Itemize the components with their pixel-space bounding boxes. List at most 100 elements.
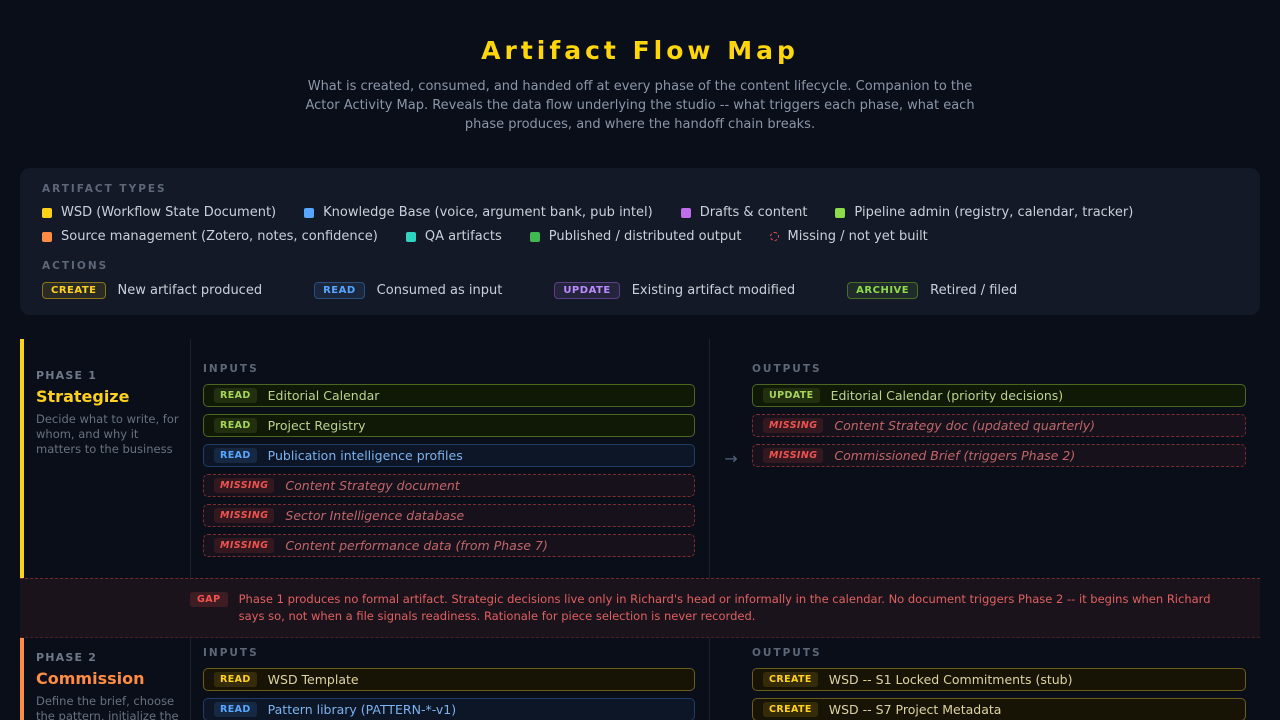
legend-item-missing: Missing / not yet built	[769, 229, 928, 244]
artifact-label: Sector Intelligence database	[285, 508, 465, 523]
action-badge: READ	[214, 388, 257, 403]
artifact-label: Content performance data (from Phase 7)	[285, 538, 548, 553]
outputs-label: OUTPUTS	[752, 363, 822, 375]
artifact-row-editorial-calendar-update: UPDATE Editorial Calendar (priority deci…	[752, 384, 1246, 407]
action-label: Existing artifact modified	[631, 283, 796, 298]
phase-2-description: Define the brief, choose the pattern, in…	[36, 694, 179, 720]
action-badge: CREATE	[763, 672, 818, 687]
phase-1-row: PHASE 1 Strategize Decide what to write,…	[20, 339, 1260, 578]
artifact-types-row-1: WSD (Workflow State Document) Knowledge …	[42, 205, 1238, 220]
artifact-row-wsd-s1-locked-commitments: CREATE WSD -- S1 Locked Commitments (stu…	[752, 668, 1246, 691]
legend-label: WSD (Workflow State Document)	[61, 205, 277, 220]
action-label: Consumed as input	[376, 283, 503, 298]
artifact-row-editorial-calendar: READ Editorial Calendar	[203, 384, 695, 407]
artifact-row-project-registry: READ Project Registry	[203, 414, 695, 437]
action-badge: READ	[214, 448, 257, 463]
missing-badge: MISSING	[214, 538, 275, 553]
right-arrow-icon: →	[724, 449, 738, 468]
source-management-swatch-icon	[42, 231, 52, 242]
artifact-label: Project Registry	[267, 418, 366, 433]
artifact-row-content-strategy-doc: MISSING Content Strategy doc (updated qu…	[752, 414, 1246, 437]
legend-item-qa-artifacts: QA artifacts	[405, 229, 502, 244]
legend-item-drafts: Drafts & content	[680, 205, 808, 220]
artifact-row-wsd-s7-project-metadata: CREATE WSD -- S7 Project Metadata	[752, 698, 1246, 720]
update-badge: UPDATE	[554, 282, 620, 299]
missing-badge: MISSING	[763, 418, 824, 433]
phase-2-kicker: PHASE 2	[36, 651, 98, 664]
gap-badge: GAP	[190, 592, 228, 607]
phase-1-outputs-column: OUTPUTS UPDATE Editorial Calendar (prior…	[752, 339, 1260, 578]
legend-item-published-output: Published / distributed output	[529, 229, 742, 244]
artifact-label: Editorial Calendar	[267, 388, 380, 403]
artifact-label: WSD -- S7 Project Metadata	[828, 702, 1002, 717]
drafts-swatch-icon	[680, 207, 691, 218]
legend-label: Published / distributed output	[548, 229, 742, 244]
legend-label: Source management (Zotero, notes, confid…	[61, 229, 378, 244]
phase-1-description: Decide what to write, for whom, and why …	[36, 412, 179, 456]
missing-badge: MISSING	[214, 508, 275, 523]
artifact-row-sector-intelligence: MISSING Sector Intelligence database	[203, 504, 695, 527]
page-header: Artifact Flow Map What is created, consu…	[0, 0, 1280, 134]
artifact-label: Editorial Calendar (priority decisions)	[830, 388, 1064, 403]
action-label: Retired / filed	[930, 283, 1018, 298]
action-label: New artifact produced	[117, 283, 263, 298]
page-subtitle: What is created, consumed, and handed of…	[305, 79, 975, 132]
legend-label: QA artifacts	[424, 229, 502, 244]
phase-2-flow-arrow-column: →	[710, 638, 752, 720]
action-badge: READ	[214, 418, 257, 433]
published-output-swatch-icon	[529, 231, 540, 242]
legend-item-wsd: WSD (Workflow State Document)	[42, 205, 276, 220]
phase-2-name: Commission	[36, 669, 145, 688]
right-arrow-icon: →	[724, 719, 737, 720]
actions-label: ACTIONS	[42, 260, 109, 272]
phase-1-inputs-column: INPUTS READ Editorial Calendar READ Proj…	[190, 339, 710, 578]
artifact-label: WSD -- S1 Locked Commitments (stub)	[828, 672, 1073, 687]
action-item-read: READ Consumed as input	[314, 282, 502, 299]
legend-item-source-management: Source management (Zotero, notes, confid…	[42, 229, 378, 244]
action-badge: READ	[214, 672, 257, 687]
action-badge: READ	[214, 702, 257, 717]
create-badge: CREATE	[42, 282, 106, 299]
action-badge: UPDATE	[763, 388, 820, 403]
gap-text: Phase 1 produces no formal artifact. Str…	[238, 592, 1211, 623]
phase-1-info: PHASE 1 Strategize Decide what to write,…	[24, 339, 190, 578]
artifact-types-row-2: Source management (Zotero, notes, confid…	[42, 229, 1238, 244]
read-badge: READ	[314, 282, 365, 299]
missing-dashed-circle-icon	[769, 232, 779, 241]
qa-artifacts-swatch-icon	[405, 231, 416, 242]
artifact-label: Publication intelligence profiles	[267, 448, 463, 463]
legend-panel: ARTIFACT TYPES WSD (Workflow State Docum…	[20, 168, 1260, 315]
artifact-label: Commissioned Brief (triggers Phase 2)	[834, 448, 1076, 463]
wsd-swatch-icon	[42, 207, 52, 218]
artifact-label: Content Strategy doc (updated quarterly)	[834, 418, 1096, 433]
legend-item-pipeline-admin: Pipeline admin (registry, calendar, trac…	[835, 205, 1133, 220]
legend-label: Knowledge Base (voice, argument bank, pu…	[323, 205, 653, 220]
knowledge-base-swatch-icon	[304, 207, 315, 218]
outputs-label: OUTPUTS	[752, 647, 822, 659]
pipeline-admin-swatch-icon	[835, 207, 846, 218]
artifact-label: WSD Template	[267, 672, 359, 687]
artifact-row-content-strategy-document: MISSING Content Strategy document	[203, 474, 695, 497]
phase-2-outputs-column: OUTPUTS CREATE WSD -- S1 Locked Commitme…	[752, 638, 1260, 720]
legend-label: Pipeline admin (registry, calendar, trac…	[854, 205, 1134, 220]
artifact-label: Pattern library (PATTERN-*-v1)	[267, 702, 457, 717]
phase-1-kicker: PHASE 1	[36, 369, 98, 382]
legend-label: Drafts & content	[699, 205, 808, 220]
artifact-row-content-performance-data: MISSING Content performance data (from P…	[203, 534, 695, 557]
artifact-row-wsd-template: READ WSD Template	[203, 668, 695, 691]
page-title: Artifact Flow Map	[481, 36, 799, 65]
missing-badge: MISSING	[763, 448, 824, 463]
legend-item-knowledge-base: Knowledge Base (voice, argument bank, pu…	[304, 205, 653, 220]
action-item-create: CREATE New artifact produced	[42, 282, 262, 299]
artifact-row-publication-intelligence: READ Publication intelligence profiles	[203, 444, 695, 467]
artifact-types-label: ARTIFACT TYPES	[42, 183, 167, 195]
phase-2-inputs-column: INPUTS READ WSD Template READ Pattern li…	[190, 638, 710, 720]
phase-1-accent-bar	[20, 339, 24, 578]
missing-badge: MISSING	[214, 478, 275, 493]
inputs-label: INPUTS	[203, 363, 259, 375]
phase-2-row: PHASE 2 Commission Define the brief, cho…	[20, 638, 1260, 720]
phase-2-accent-bar	[20, 638, 24, 720]
phase-1-name: Strategize	[36, 387, 130, 406]
action-item-update: UPDATE Existing artifact modified	[554, 282, 795, 299]
action-badge: CREATE	[763, 702, 818, 717]
